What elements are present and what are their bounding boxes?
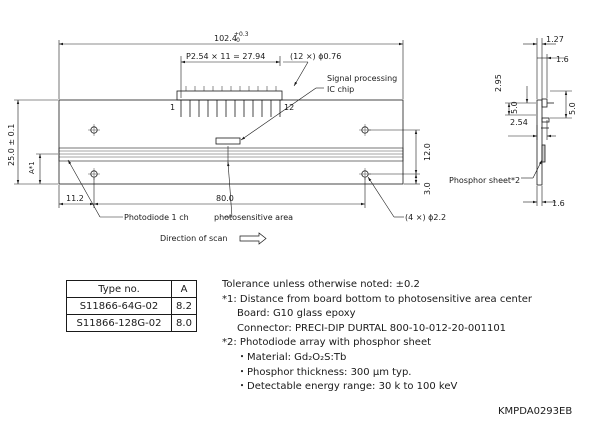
drawing-code: KMPDA0293EB — [498, 406, 573, 417]
side-connector — [541, 98, 548, 108]
a-dim: A*1 — [28, 161, 36, 174]
photodiode-label: Photodiode 1 ch — [124, 213, 189, 222]
connector — [176, 86, 283, 117]
left-offset-dim: 11.2 — [66, 194, 84, 203]
note-1-board: Board: G10 glass epoxy — [237, 308, 356, 320]
phosphor-label: Phosphor sheet*2 — [449, 176, 520, 185]
side-dim-1-6-bottom: 1.6 — [552, 199, 565, 208]
table-row: S11866-64G-02 8.2 — [66, 297, 197, 315]
scan-direction-label: Direction of scan — [160, 234, 227, 243]
signal-chip-label-1: Signal processing — [327, 74, 397, 83]
overall-width-tol-plus: +0.3 — [234, 31, 249, 38]
overall-width-tol-minus: -0 — [234, 37, 240, 44]
side-dimension-lines — [505, 38, 572, 206]
a-cell: 8.0 — [171, 314, 197, 332]
holes-dim: (4 ×) ϕ2.2 — [405, 213, 446, 222]
note-2: *2: Photodiode array with phosphor sheet — [222, 337, 432, 349]
table-row: S11866-128G-02 8.0 — [66, 314, 197, 332]
board-outline — [58, 99, 404, 185]
pins-dim: (12 ×) ϕ0.76 — [290, 52, 341, 61]
scan-direction-arrow — [239, 232, 267, 245]
front-view — [58, 86, 404, 185]
side-dim-1-6-top: 1.6 — [556, 55, 569, 64]
photosensitive-label: photosensitive area — [214, 213, 293, 222]
type-table-header: Type no. A — [66, 280, 197, 298]
notes: Tolerance unless otherwise noted: ±0.2 *… — [222, 278, 532, 395]
tolerance-note: Tolerance unless otherwise noted: ±0.2 — [222, 279, 420, 290]
type-cell: S11866-128G-02 — [66, 314, 172, 332]
dim-12: 12.0 — [423, 143, 432, 161]
pin-first-label: 1 — [170, 103, 175, 112]
photodiode-strip — [58, 147, 404, 162]
note-2-material: ・Material: Gd₂O₂S:Tb — [237, 351, 347, 363]
pin-last-label: 12 — [284, 103, 294, 112]
note-1-connector: Connector: PRECI-DIP DURTAL 800-10-012-2… — [237, 322, 507, 334]
active-length-dim: 80.0 — [216, 194, 234, 203]
overall-width-dim: 102.4 — [214, 34, 237, 43]
type-header: Type no. — [66, 280, 172, 298]
side-dim-1-27: 1.27 — [546, 35, 564, 44]
side-dim-2-95: 2.95 — [494, 74, 503, 92]
a-header: A — [171, 280, 197, 298]
type-table: Type no. A S11866-64G-02 8.2 S11866-128G… — [66, 280, 197, 332]
side-view — [536, 98, 554, 186]
note-2-thickness: ・Phosphor thickness: 300 μm typ. — [237, 366, 412, 378]
note-2-energy: ・Detectable energy range: 30 k to 100 ke… — [237, 381, 458, 393]
side-dim-5-0-b: 5.0 — [568, 102, 577, 115]
a-cell: 8.2 — [171, 297, 197, 315]
side-dim-2-54: 2.54 — [510, 118, 528, 127]
side-board — [536, 99, 543, 186]
side-dim-5-0-a: 5.0 — [510, 101, 519, 114]
phosphor-sheet — [541, 144, 546, 163]
height-dim: 25.0 ± 0.1 — [7, 124, 16, 166]
signal-chip-label-2: IC chip — [327, 85, 354, 94]
pitch-dim: P2.54 × 11 = 27.94 — [186, 52, 265, 61]
type-cell: S11866-64G-02 — [66, 297, 172, 315]
front-dimension-lines — [14, 40, 420, 218]
note-1: *1: Distance from board bottom to photos… — [222, 293, 533, 305]
dim-3: 3.0 — [423, 182, 432, 195]
ic-chip — [215, 137, 241, 145]
